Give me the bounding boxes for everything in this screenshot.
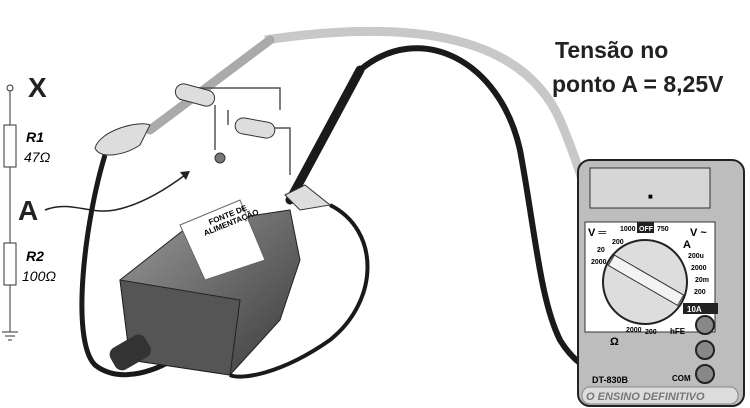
ground-icon [2,331,18,341]
jack-10a[interactable] [695,315,715,335]
display-value: ■ [648,192,653,201]
knob-pointer [607,254,685,307]
black-probe [285,65,365,205]
multimeter-display [589,167,711,209]
hfe-label: hFE [670,327,686,336]
range-ohm200: 200 [645,329,657,336]
title-line2: ponto A = 8,25V [552,71,724,97]
range-20m: 20m [695,277,709,284]
off-label: OFF [639,226,654,233]
jack-vohm[interactable] [695,340,715,360]
terminal-x [6,84,14,92]
red-probe [145,35,275,135]
range-v20: 20 [597,247,605,254]
title-line1: Tensão no [555,37,668,63]
schematic [2,84,190,341]
range-200m: 200 [694,289,706,296]
dcv-label: V ═ [588,227,606,239]
power-supply-label [179,199,266,281]
range-750: 750 [657,226,669,233]
physical-resistors [174,83,291,175]
node-a-label: A [18,195,38,226]
range-2000u: 2000 [691,265,707,272]
clip-lead-right [229,203,370,379]
power-cable-boot [109,334,151,371]
node-x-label: X [28,72,47,103]
resistor-r1 [3,124,17,168]
r1-name: R1 [26,129,44,145]
range-10a: 10A [687,305,702,314]
power-supply: FONTE DE ALIMENTAÇÃO [109,199,301,376]
range-v2000m: 2000 [591,259,607,266]
brand-label: O ENSINO DEFINITIVO [586,391,705,403]
multimeter: ■ V ═ 1000 OFF 750 V ~ 200 20 2000 A 200… [577,159,745,407]
acv-label: V ~ [690,227,707,239]
amp-label: A [683,239,691,251]
ohm-label: Ω [610,336,619,348]
resistor-r1-body [174,83,216,107]
range-ohm2000: 2000 [626,327,642,334]
resistor-r2 [3,242,17,286]
r2-value: 100Ω [22,268,56,284]
range-1000: 1000 [620,226,636,233]
model-label: DT-830B [592,375,629,385]
r2-name: R2 [26,248,44,264]
pointer-arrow [44,174,186,212]
alligator-clip-left [94,123,151,156]
clip-lead-left [79,154,182,377]
jack-com[interactable] [695,364,715,384]
resistor-r2-body [234,117,276,139]
range-200u: 200u [688,253,704,260]
range-v200: 200 [612,239,624,246]
r1-value: 47Ω [24,149,51,165]
com-label: COM [672,374,691,383]
